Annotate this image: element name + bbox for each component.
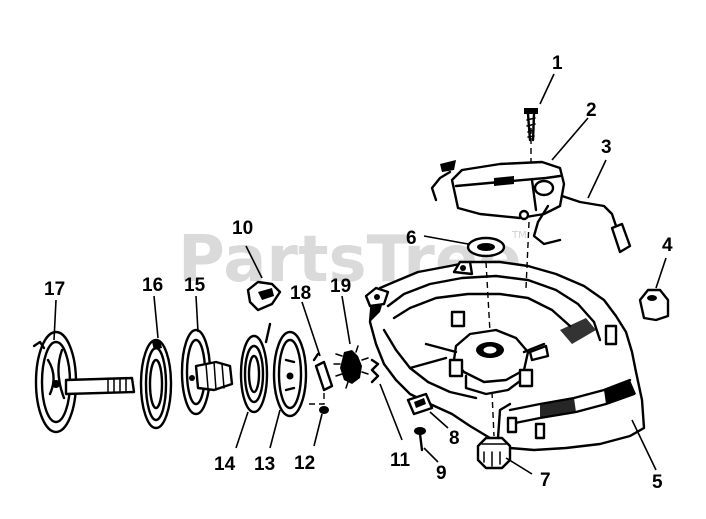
part-6-seal bbox=[423, 235, 506, 258]
callout-8: 8 bbox=[449, 428, 460, 449]
leader-5 bbox=[631, 419, 657, 471]
part-18-pawl bbox=[301, 301, 334, 392]
part-13-pulley bbox=[269, 330, 308, 449]
part-3-wire bbox=[532, 159, 632, 254]
watermark-trademark: TM bbox=[511, 230, 527, 241]
part-17-flywheel bbox=[32, 299, 136, 434]
part-15-starter-cup bbox=[180, 295, 234, 416]
part-8-block bbox=[406, 392, 449, 429]
callout-13: 13 bbox=[254, 454, 275, 475]
part-1-screw bbox=[524, 73, 555, 142]
callout-4: 4 bbox=[662, 235, 673, 256]
callout-12: 12 bbox=[294, 453, 315, 474]
callout-6: 6 bbox=[406, 228, 417, 249]
callout-15: 15 bbox=[184, 275, 206, 296]
part-10-handle bbox=[245, 245, 282, 312]
part-19-gear bbox=[333, 295, 369, 389]
callout-16: 16 bbox=[142, 275, 163, 296]
callout-18: 18 bbox=[290, 283, 311, 304]
callout-2: 2 bbox=[586, 100, 597, 121]
callout-labels: 1 2 3 4 5 6 7 8 9 10 11 12 13 14 15 16 1… bbox=[44, 53, 673, 493]
callout-14: 14 bbox=[214, 454, 236, 475]
callout-3: 3 bbox=[601, 137, 612, 158]
part-5-recoil-housing bbox=[364, 260, 646, 452]
callout-9: 9 bbox=[436, 463, 447, 484]
part-14-spring bbox=[235, 322, 272, 449]
callout-17: 17 bbox=[44, 279, 65, 300]
callout-10: 10 bbox=[232, 218, 253, 239]
part-4-bumper bbox=[638, 257, 670, 322]
part-2-cover bbox=[430, 117, 589, 221]
callout-1: 1 bbox=[552, 53, 563, 74]
callout-19: 19 bbox=[330, 276, 351, 297]
callout-7: 7 bbox=[540, 470, 551, 491]
part-16-spring-cup bbox=[139, 295, 173, 430]
part-12-pin bbox=[313, 406, 329, 447]
part-11-clip bbox=[370, 358, 403, 441]
part-7-bushing bbox=[476, 436, 533, 475]
part-9-screw bbox=[414, 427, 439, 463]
callout-11: 11 bbox=[390, 450, 411, 471]
callout-5: 5 bbox=[652, 472, 663, 493]
